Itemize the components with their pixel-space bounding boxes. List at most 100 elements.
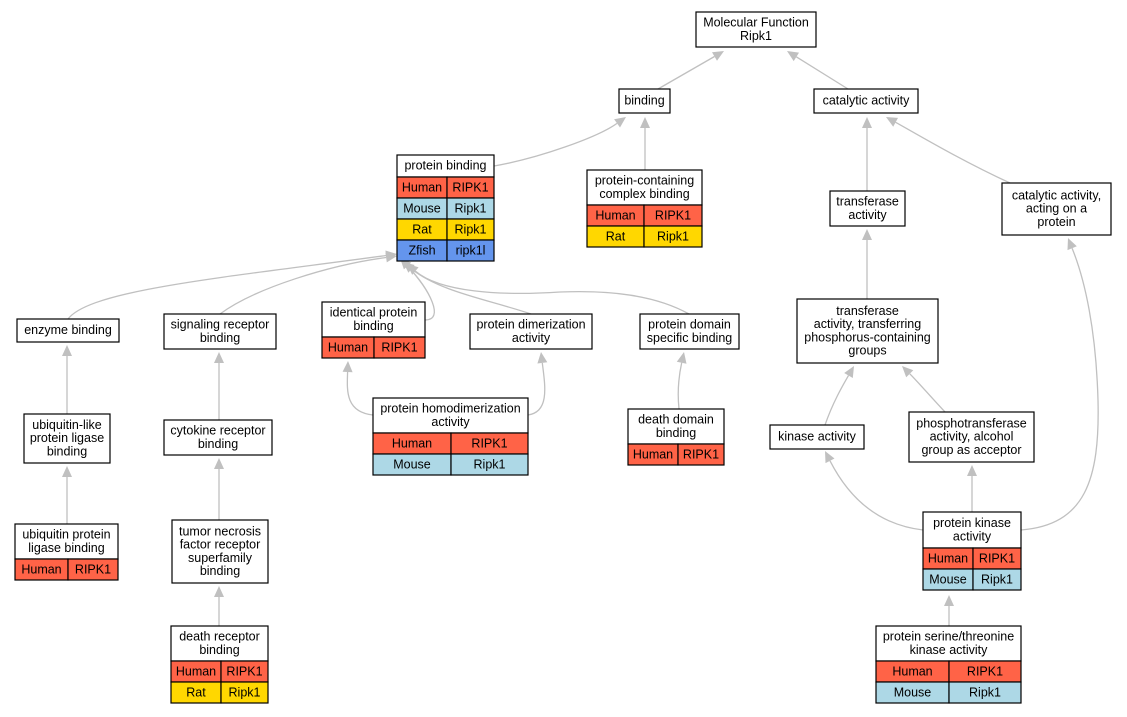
edge-phosphotransferase-alcohol-to-transferase-phosphorus	[902, 366, 946, 413]
node-title-box	[695, 11, 817, 48]
edge-line	[414, 270, 690, 315]
gene-label: RIPK1	[381, 341, 417, 355]
node-title-box	[829, 190, 906, 227]
arrowhead	[214, 352, 224, 363]
annotation-row-rat: Rat Ripk1	[396, 218, 495, 241]
node-title-box	[170, 625, 269, 662]
gene-cell	[948, 681, 1022, 704]
edge-protein-homodimerization-activity-to-identical-protein-binding	[342, 361, 374, 416]
species-label: Human	[928, 552, 968, 566]
arrowhead	[862, 117, 872, 128]
node-title-box	[171, 519, 269, 584]
gene-label: Ripk1	[969, 686, 1001, 700]
gene-label: RIPK1	[655, 209, 691, 223]
arrowhead	[640, 117, 650, 128]
node-title-box	[922, 511, 1022, 549]
node-title-line: transferase	[836, 195, 899, 209]
gene-label: RIPK1	[471, 437, 507, 451]
annotation-row-human: Human RIPK1	[396, 176, 495, 199]
gene-label: RIPK1	[452, 181, 488, 195]
gene-label: RIPK1	[75, 563, 111, 577]
arrowhead	[342, 361, 353, 373]
node-title-line: protein domain	[648, 318, 731, 332]
node-enzyme-binding[interactable]: enzyme binding	[16, 318, 120, 343]
gene-label: RIPK1	[979, 552, 1015, 566]
edge-protein-binding-to-binding	[493, 117, 626, 167]
node-title-line: binding	[624, 94, 664, 108]
node-title-box	[1001, 182, 1112, 236]
edge-protein-kinase-activity-to-phosphotransferase-alcohol	[967, 465, 977, 512]
edge-protein-serine-threonine-kinase-activity-to-protein-kinase-activity	[944, 595, 954, 626]
species-label: Rat	[412, 223, 432, 237]
node-title-line: activity	[512, 331, 551, 345]
edge-ubiquitin-protein-ligase-binding-to-ubiquitin-like-ligase-binding	[62, 466, 72, 524]
arrowhead	[1067, 238, 1077, 251]
node-title-line: protein dimerization	[476, 318, 585, 332]
node-title-line: activity, transferring	[814, 317, 921, 331]
edges-layer	[62, 51, 1099, 626]
node-title-line: protein-containing	[595, 174, 694, 188]
node-catalytic-activity[interactable]: catalytic activity	[813, 88, 919, 114]
edge-signaling-receptor-binding-to-protein-binding	[219, 252, 397, 315]
edge-protein-homodimerization-activity-to-protein-dimerization-activity	[527, 352, 548, 416]
node-title-line: phosphorus-containing	[804, 330, 931, 344]
arrowhead	[825, 451, 835, 464]
annotation-row-human: Human RIPK1	[922, 547, 1022, 570]
edge-line	[527, 362, 546, 416]
species-label: Human	[633, 448, 673, 462]
node-title-line: binding	[200, 564, 240, 578]
node-kinase-activity[interactable]: kinase activity	[769, 424, 865, 450]
node-title-line: signaling receptor	[171, 318, 270, 332]
species-label: Human	[402, 181, 442, 195]
edge-cytokine-receptor-binding-to-signaling-receptor-binding	[214, 352, 224, 420]
node-title-box	[586, 169, 703, 206]
node-title-box	[16, 318, 120, 343]
gene-label: Ripk1	[474, 458, 506, 472]
node-title-box	[469, 313, 593, 350]
node-title-line: ubiquitin protein	[22, 528, 110, 542]
species-label: Human	[328, 341, 368, 355]
node-binding[interactable]: binding	[618, 88, 671, 114]
edge-binding-to-molecular-function	[657, 51, 724, 90]
edge-tnf-receptor-superfamily-binding-to-cytokine-receptor-binding	[214, 458, 224, 520]
node-title-line: activity	[953, 529, 992, 543]
node-title-box	[769, 424, 865, 450]
arrowhead	[537, 352, 548, 364]
edge-kinase-activity-to-transferase-phosphorus	[824, 366, 854, 426]
species-label: Mouse	[929, 573, 967, 587]
edge-line	[829, 460, 924, 531]
gene-label: Ripk1	[657, 230, 689, 244]
node-title-line: complex binding	[599, 187, 689, 201]
edge-transferase-phosphorus-to-transferase-activity	[862, 229, 872, 299]
arrowhead	[787, 51, 799, 62]
node-title-line: protein binding	[404, 159, 486, 173]
gene-label: Ripk1	[455, 223, 487, 237]
